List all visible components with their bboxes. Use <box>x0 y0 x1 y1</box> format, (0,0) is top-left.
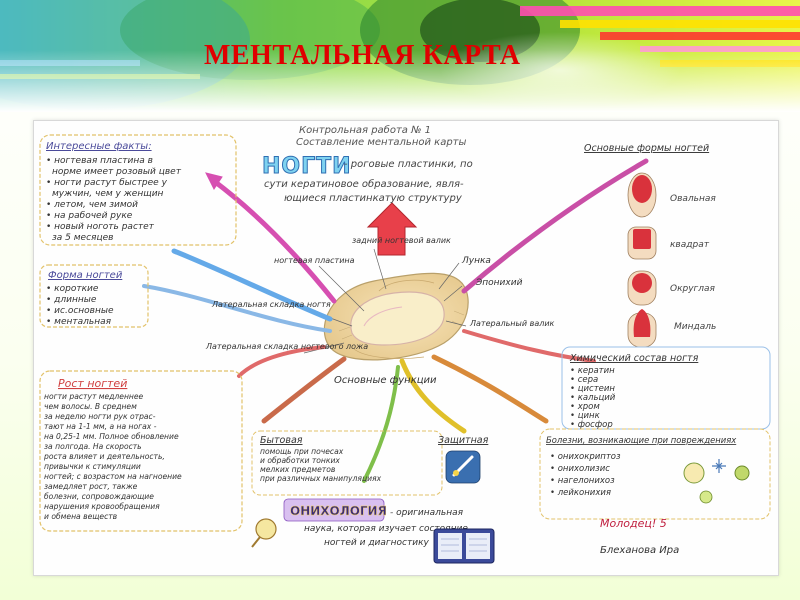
nail-forms-item: • короткие <box>46 284 99 294</box>
disease-item: • нагелонихоз <box>550 476 615 486</box>
central-topic: НОГТИ - роговые пластинки, по сути керат… <box>262 154 473 205</box>
nail-growth-block: Рост ногтей ногти растут медленнее чем в… <box>39 370 243 532</box>
nail-part-labels: ногтевая пластина задний ногтевой валик … <box>205 236 555 351</box>
label-lateral-roller: Латеральный валик <box>469 319 555 328</box>
growth-line: роста влияет и деятельность, <box>43 452 165 461</box>
growth-line: привычки к стимуляции <box>44 462 141 471</box>
disease-item: • лейконихия <box>550 488 611 498</box>
facts-item: за 5 месяцев <box>52 233 113 243</box>
growth-line: за полгода. На скорость <box>44 442 142 451</box>
function-protective: Защитная <box>438 435 489 446</box>
caption-line-2: Составление ментальной карты <box>296 137 467 148</box>
nail-shape-almond: Миндаль <box>627 309 716 348</box>
magnifier-icon <box>251 518 277 548</box>
nail-forms-item: • ис.основные <box>46 306 114 316</box>
chemical-item: • хром <box>570 402 600 412</box>
function-household: Бытовая <box>260 435 303 446</box>
chemical-item: • кератин <box>570 366 615 376</box>
household-line: помощь при почесах <box>260 447 344 456</box>
label-lunula: Лунка <box>461 256 491 266</box>
central-def-1: - роговые пластинки, по <box>344 159 473 170</box>
diseases-title: Болезни, возникающие при повреждениях <box>546 435 737 445</box>
label-lateral-fold-2: Латеральная складка ногтевого ложа <box>205 342 368 351</box>
label-nail-plate: ногтевая пластина <box>274 256 355 265</box>
red-up-arrow <box>366 202 418 256</box>
label-back-roller: задний ногтевой валик <box>352 236 451 245</box>
growth-line: и обмена веществ <box>44 512 118 521</box>
nail-forms-block: Форма ногтей • короткие • длинные • ис.о… <box>39 264 149 328</box>
facts-item: • на рабочей руке <box>46 211 133 221</box>
nail-forms-item: • длинные <box>46 295 97 305</box>
chemical-title: Химический состав ногтя <box>569 353 699 364</box>
header-decoration <box>0 0 800 112</box>
signature-block: Молодец! 5 Блеханова Ира <box>600 517 679 556</box>
nail-forms-item: • ментальная <box>46 317 112 327</box>
growth-line: нарушения кровообращения <box>44 502 160 511</box>
microbe-icons <box>683 459 750 504</box>
finger-illustration <box>323 272 469 361</box>
book-icon <box>433 528 495 564</box>
mind-map-branches <box>142 158 649 483</box>
shapes-title: Основные формы ногтей <box>584 143 709 154</box>
facts-item: • ногти растут быстрее у <box>46 178 168 188</box>
onychology-line-3: ногтей и диагностику <box>324 538 430 548</box>
growth-line: тают на 1-1 мм, а на ногах - <box>44 422 157 431</box>
label-lateral-fold-1: Латеральная складка ногтя <box>211 300 331 309</box>
facts-item: • новый ноготь растет <box>46 222 155 232</box>
nail-shape-round: Округлая <box>627 270 716 306</box>
functions-label: Основные функции <box>334 375 437 386</box>
onychology-block: ОНИХОЛОГИЯ - оригинальная наука, которая… <box>251 498 495 564</box>
protective-icon <box>445 450 481 484</box>
nail-shape-square: квадрат <box>627 226 710 260</box>
shape-label: Округлая <box>670 284 716 294</box>
growth-line: чем волосы. В среднем <box>44 402 137 411</box>
facts-item: мужчин, чем у женщин <box>52 189 164 199</box>
shape-label: Миндаль <box>674 322 716 332</box>
facts-item: • ногтевая пластина в <box>46 156 153 166</box>
diseases-block: Болезни, возникающие при повреждениях • … <box>539 428 771 520</box>
author-name: Блеханова Ира <box>600 545 679 556</box>
interesting-facts-block: Интересные факты: • ногтевая пластина в … <box>39 134 237 246</box>
household-line: и обработки тонких <box>260 456 340 465</box>
chemical-item: • фосфор <box>570 420 613 430</box>
household-line: при различных манипуляциях <box>260 474 382 483</box>
onychology-title: ОНИХОЛОГИЯ <box>290 504 387 518</box>
basic-shapes-block: Основные формы ногтей Овальная квадрат О… <box>584 143 716 348</box>
growth-line: за неделю ногти рук отрас- <box>44 412 156 421</box>
facts-item: • летом, чем зимой <box>46 200 138 210</box>
central-title: НОГТИ <box>262 154 352 179</box>
growth-line: на 0,25-1 мм. Полное обновление <box>44 432 179 441</box>
page-title: МЕНТАЛЬНАЯ КАРТА <box>204 40 521 71</box>
onychology-line-1: - оригинальная <box>390 508 464 518</box>
central-def-2: сути кератиновое образование, явля- <box>264 178 464 190</box>
shape-label: квадрат <box>670 240 710 250</box>
functions-block: Основные функции Бытовая помощь при поче… <box>251 375 489 496</box>
chemical-item: • сера <box>570 375 598 385</box>
nail-shape-oval: Овальная <box>627 172 716 218</box>
growth-line: замедляет рост, также <box>44 482 138 491</box>
household-line: мелких предметов <box>260 465 336 474</box>
growth-line: болезни, сопровождающие <box>44 492 154 501</box>
facts-title: Интересные факты: <box>46 141 152 152</box>
nail-forms-title: Форма ногтей <box>48 270 123 281</box>
disease-item: • онихолизис <box>550 464 610 474</box>
shape-label: Овальная <box>670 194 716 204</box>
central-def-3: ющиеся пластинкатую структуру <box>284 193 463 204</box>
label-eponychium: Эпонихий <box>475 278 523 288</box>
growth-title: Рост ногтей <box>58 377 127 390</box>
onychology-line-2: наука, которая изучает состояние <box>304 524 468 534</box>
grade-note: Молодец! 5 <box>600 517 667 530</box>
chemical-item: • кальций <box>570 393 616 403</box>
disease-item: • онихокриптоз <box>550 452 621 462</box>
mind-map-drawing: Контрольная работа № 1 Составление мента… <box>33 120 779 576</box>
growth-line: ногти растут медленнее <box>44 392 144 401</box>
chemical-item: • цинк <box>570 411 601 421</box>
facts-item: норме имеет розовый цвет <box>52 167 182 177</box>
growth-line: ногтей; с возрастом на нагноение <box>44 472 182 481</box>
top-caption: Контрольная работа № 1 Составление мента… <box>296 124 467 148</box>
caption-line-1: Контрольная работа № 1 <box>299 124 431 136</box>
chemical-item: • цистеин <box>570 384 615 394</box>
